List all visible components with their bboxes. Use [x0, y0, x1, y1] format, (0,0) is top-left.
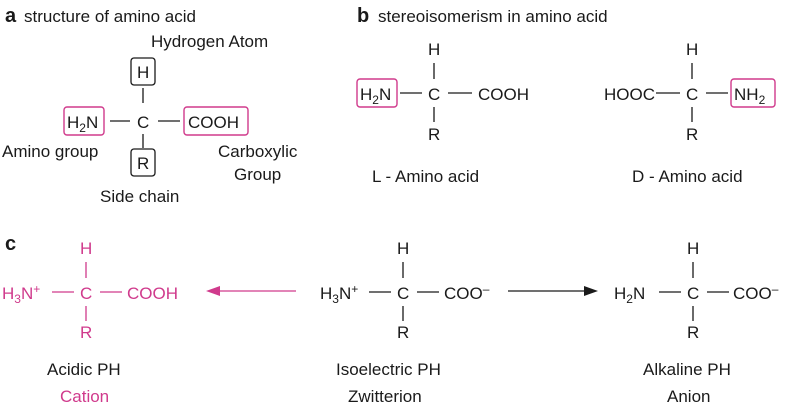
d-r-group: R: [686, 125, 698, 144]
l-amine: H2N: [360, 85, 391, 107]
a-r-group: R: [137, 154, 149, 173]
d-central-carbon: C: [686, 85, 698, 104]
d-amino-group-box: [730, 78, 776, 108]
cation-r-group: R: [80, 323, 92, 342]
d-hydrogen: H: [686, 40, 698, 59]
side-chain-label: Side chain: [100, 187, 179, 206]
amino-group-label: Amino group: [2, 142, 98, 161]
d-hooc: HOOC: [604, 85, 655, 104]
a-central-carbon: C: [137, 113, 149, 132]
l-central-carbon: C: [428, 85, 440, 104]
anion-label: Anion: [667, 387, 710, 406]
anion-r-group: R: [687, 323, 699, 342]
carboxyl-group-box: [183, 106, 249, 136]
carboxylic-label-line2: Group: [234, 165, 281, 184]
zwitterion-carboxylate: COO–: [444, 282, 490, 303]
amino-group-box: [63, 106, 105, 136]
l-amino-acid-label: L - Amino acid: [372, 167, 479, 186]
acidic-ph-label: Acidic PH: [47, 360, 121, 379]
d-amino-acid-label: D - Amino acid: [632, 167, 743, 186]
panel-b-title: stereoisomerism in amino acid: [378, 7, 608, 26]
zwitterion-label: Zwitterion: [348, 387, 422, 406]
isoelectric-ph-label: Isoelectric PH: [336, 360, 441, 379]
side-chain-box: [130, 148, 156, 177]
a-amine: H2N: [67, 113, 98, 135]
arrow-to-cation-head: [206, 286, 220, 296]
d-amine: NH2: [734, 85, 766, 107]
arrow-to-anion-head: [584, 286, 598, 296]
cation-cooh: COOH: [127, 284, 178, 303]
zwitterion-hydrogen: H: [397, 239, 409, 258]
anion-amine: H2N: [614, 284, 645, 306]
a-hydrogen: H: [137, 63, 149, 82]
zwitterion-r-group: R: [397, 323, 409, 342]
carboxylic-label-line1: Carboxylic: [218, 142, 298, 161]
anion-hydrogen: H: [687, 239, 699, 258]
cation-hydrogen: H: [80, 239, 92, 258]
hydrogen-box: [130, 57, 156, 86]
l-amino-group-box: [356, 78, 398, 108]
panel-a-title: structure of amino acid: [24, 7, 196, 26]
panel-b-letter: b: [357, 5, 369, 27]
panel-c-letter: c: [5, 233, 16, 255]
zwitterion-central-carbon: C: [397, 284, 409, 303]
anion-carboxylate: COO–: [733, 282, 779, 303]
anion-central-carbon: C: [687, 284, 699, 303]
l-r-group: R: [428, 125, 440, 144]
alkaline-ph-label: Alkaline PH: [643, 360, 731, 379]
zwitterion-ammonium: H3N+: [320, 282, 358, 306]
a-cooh: COOH: [188, 113, 239, 132]
cation-ammonium: H3N+: [2, 282, 40, 306]
hydrogen-atom-label: Hydrogen Atom: [151, 32, 268, 51]
cation-label: Cation: [60, 387, 109, 406]
l-hydrogen: H: [428, 40, 440, 59]
cation-central-carbon: C: [80, 284, 92, 303]
panel-a-letter: a: [5, 5, 17, 27]
l-cooh: COOH: [478, 85, 529, 104]
